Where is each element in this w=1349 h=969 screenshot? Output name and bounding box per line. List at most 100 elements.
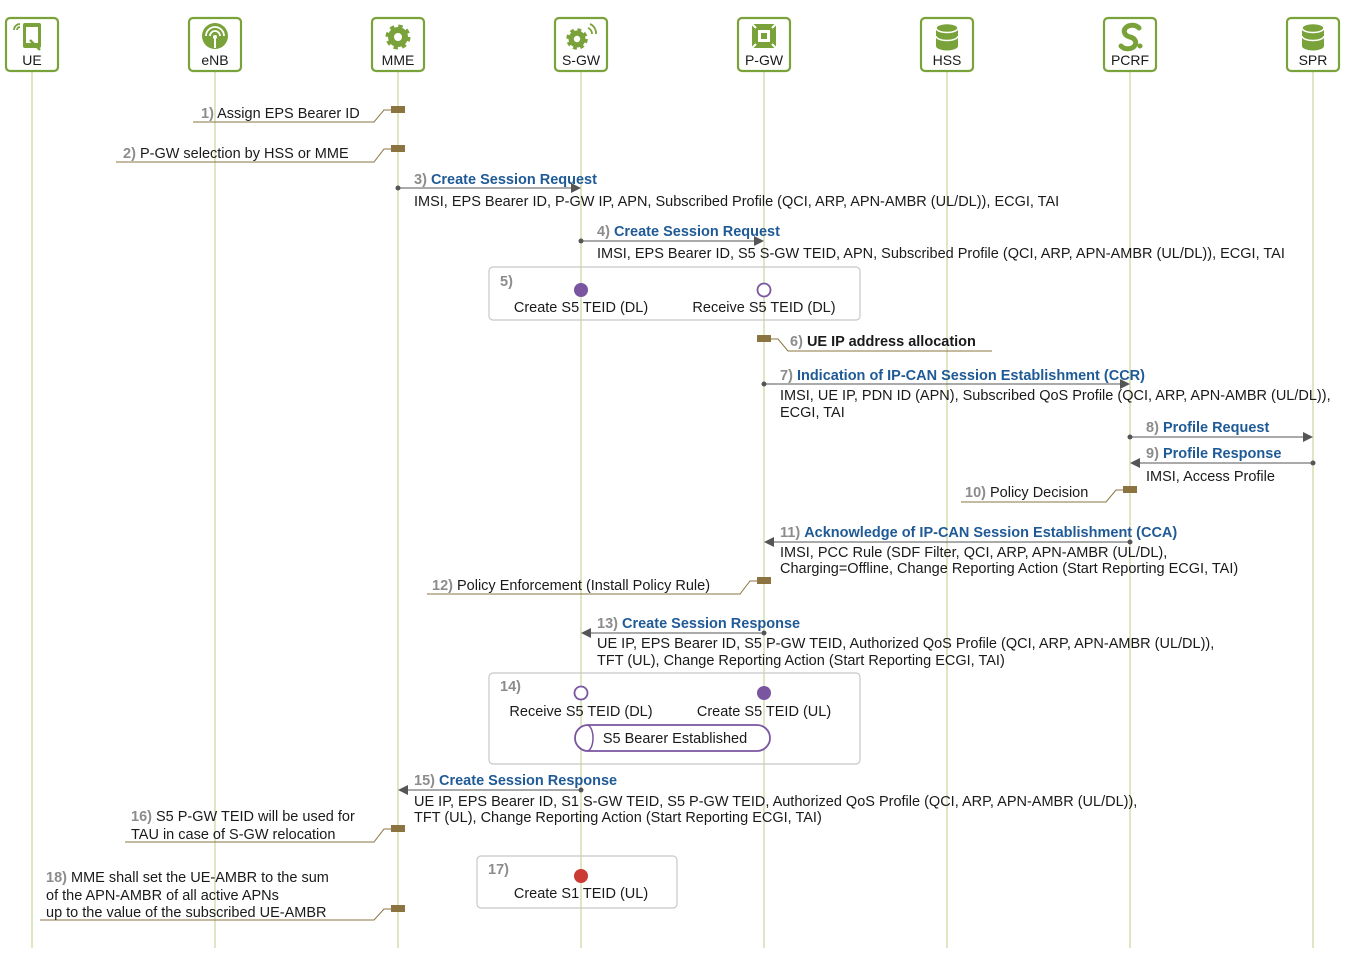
message-title: Profile Response [1163,446,1281,462]
step-16: 16) S5 P-GW TEID will be used for TAU in… [125,809,405,843]
message-detail: IMSI, EPS Bearer ID, S5 S-GW TEID, APN, … [597,246,1285,262]
svg-text:15) Create Session Response: 15) Create Session Response [414,773,617,789]
entity-label: PCRF [1111,52,1149,68]
step-number: 12) [432,578,453,594]
svg-text:1) Assign EPS Bearer ID: 1) Assign EPS Bearer ID [201,106,360,122]
message-detail: TFT (UL), Change Reporting Action (Start… [597,653,1005,669]
entity-hss: HSS [919,16,975,73]
step-7: 7) Indication of IP-CAN Session Establis… [761,368,1331,421]
router-icon [749,21,779,51]
antenna-icon [202,23,228,49]
message-title: Indication of IP-CAN Session Establishme… [797,368,1145,384]
message-title: Create Session Response [439,773,617,789]
lifelines [31,72,1314,948]
message-detail: IMSI, EPS Bearer ID, P-GW IP, APN, Subsc… [414,194,1059,210]
pcrf-s-icon [1118,22,1143,52]
step-12: 12) Policy Enforcement (Install Policy R… [427,577,771,595]
step-number: 17) [488,862,509,878]
message-detail: IMSI, Access Profile [1146,469,1275,485]
entity-spr: SPR [1285,16,1341,73]
step-text: Policy Enforcement (Install Policy Rule) [457,578,710,594]
step-number: 6) [790,334,803,350]
entity-ue: UE [4,16,60,73]
teid-open-marker [756,282,772,298]
gear-icon [385,24,411,50]
bearer-tunnel: S5 Bearer Established [574,724,771,752]
entity-label: eNB [201,52,228,68]
step-number: 14) [500,679,521,695]
step-text: of the APN-AMBR of all active APNs [46,888,279,904]
entity-enb: eNB [187,16,243,73]
message-title: Create Session Request [614,224,780,240]
svg-text:11) Acknowledge of IP-CAN Sess: 11) Acknowledge of IP-CAN Session Establ… [780,525,1177,541]
step-10: 10) Policy Decision [961,485,1137,503]
entity-label: SPR [1299,52,1328,68]
process-mark [391,145,405,152]
step-text: up to the value of the subscribed UE-AMB… [46,905,326,921]
step-number: 13) [597,616,618,632]
step-number: 9) [1146,446,1159,462]
step-number: 7) [780,368,793,384]
teid-left-text: Receive S5 TEID (DL) [509,704,652,720]
message-title: Create Session Response [622,616,800,632]
message-title: Create Session Request [431,172,597,188]
entity-pcrf: PCRF [1102,16,1158,73]
teid-right-text: Receive S5 TEID (DL) [692,300,835,316]
step-box [488,266,861,321]
step-13: 13) Create Session Response UE IP, EPS B… [581,616,1214,669]
message-title: Profile Request [1163,420,1270,436]
step-number: 18) [46,870,67,886]
step-9: 9) Profile Response IMSI, Access Profile [1130,446,1316,485]
svg-text:6) UE IP address allocation: 6) UE IP address allocation [790,334,976,350]
database-icon [1301,22,1325,51]
message-detail: IMSI, PCC Rule (SDF Filter, QCI, ARP, AP… [780,545,1167,561]
process-mark [1123,486,1137,493]
entity-pgw: P-GW [736,16,792,73]
step-18: 18) MME shall set the UE-AMBR to the sum… [40,870,405,921]
step-box [476,855,678,909]
teid-right-text: Create S5 TEID (UL) [697,704,831,720]
entity-label: S-GW [562,52,601,68]
gear-signal-icon [566,23,597,50]
step-number: 15) [414,773,435,789]
teid-filled-marker [574,869,588,883]
entity-label: HSS [933,52,962,68]
step-text: TAU in case of S-GW relocation [131,827,335,843]
svg-text:4) Create Session Request: 4) Create Session Request [597,224,780,240]
process-mark [757,335,771,342]
step-number: 4) [597,224,610,240]
message-detail: ECGI, TAI [780,405,845,421]
svg-text:9) Profile Response: 9) Profile Response [1146,446,1281,462]
step-14: 14) Receive S5 TEID (DL) Create S5 TEID … [488,672,861,765]
database-icon [935,22,959,51]
entity-label: UE [22,52,41,68]
step-number: 3) [414,172,427,188]
step-5: 5) Create S5 TEID (DL) Receive S5 TEID (… [488,266,861,321]
step-6: 6) UE IP address allocation [757,334,992,352]
step-number: 8) [1146,420,1159,436]
teid-filled-marker [757,686,771,700]
step-3: 3) Create Session Request IMSI, EPS Bear… [395,172,1059,210]
process-mark [391,905,405,912]
step-text: S5 P-GW TEID will be used for [156,809,355,825]
message-detail: Charging=Offline, Change Reporting Actio… [780,561,1238,577]
svg-text:8) Profile Request: 8) Profile Request [1146,420,1269,436]
step-text: UE IP address allocation [807,334,976,350]
step-number: 5) [500,274,513,290]
step-1: 1) Assign EPS Bearer ID [193,106,405,123]
message-detail: IMSI, UE IP, PDN ID (APN), Subscribed Qo… [780,388,1331,404]
svg-text:16) S5 P-GW TEID will be used: 16) S5 P-GW TEID will be used for [131,809,355,825]
step-15: 15) Create Session Response UE IP, EPS B… [398,773,1137,826]
entity-mme: MME [370,16,426,73]
phone-icon [13,23,41,51]
step-8: 8) Profile Request [1127,420,1313,442]
message-detail: TFT (UL), Change Reporting Action (Start… [414,810,822,826]
entity-label: MME [382,52,415,68]
step-4: 4) Create Session Request IMSI, EPS Bear… [578,224,1285,262]
svg-text:7) Indication of IP-CAN Sessio: 7) Indication of IP-CAN Session Establis… [780,368,1145,384]
entity-label: P-GW [745,52,784,68]
step-2: 2) P-GW selection by HSS or MME [116,145,405,163]
entity-sgw: S-GW [553,16,609,73]
process-mark [391,825,405,832]
step-number: 16) [131,809,152,825]
